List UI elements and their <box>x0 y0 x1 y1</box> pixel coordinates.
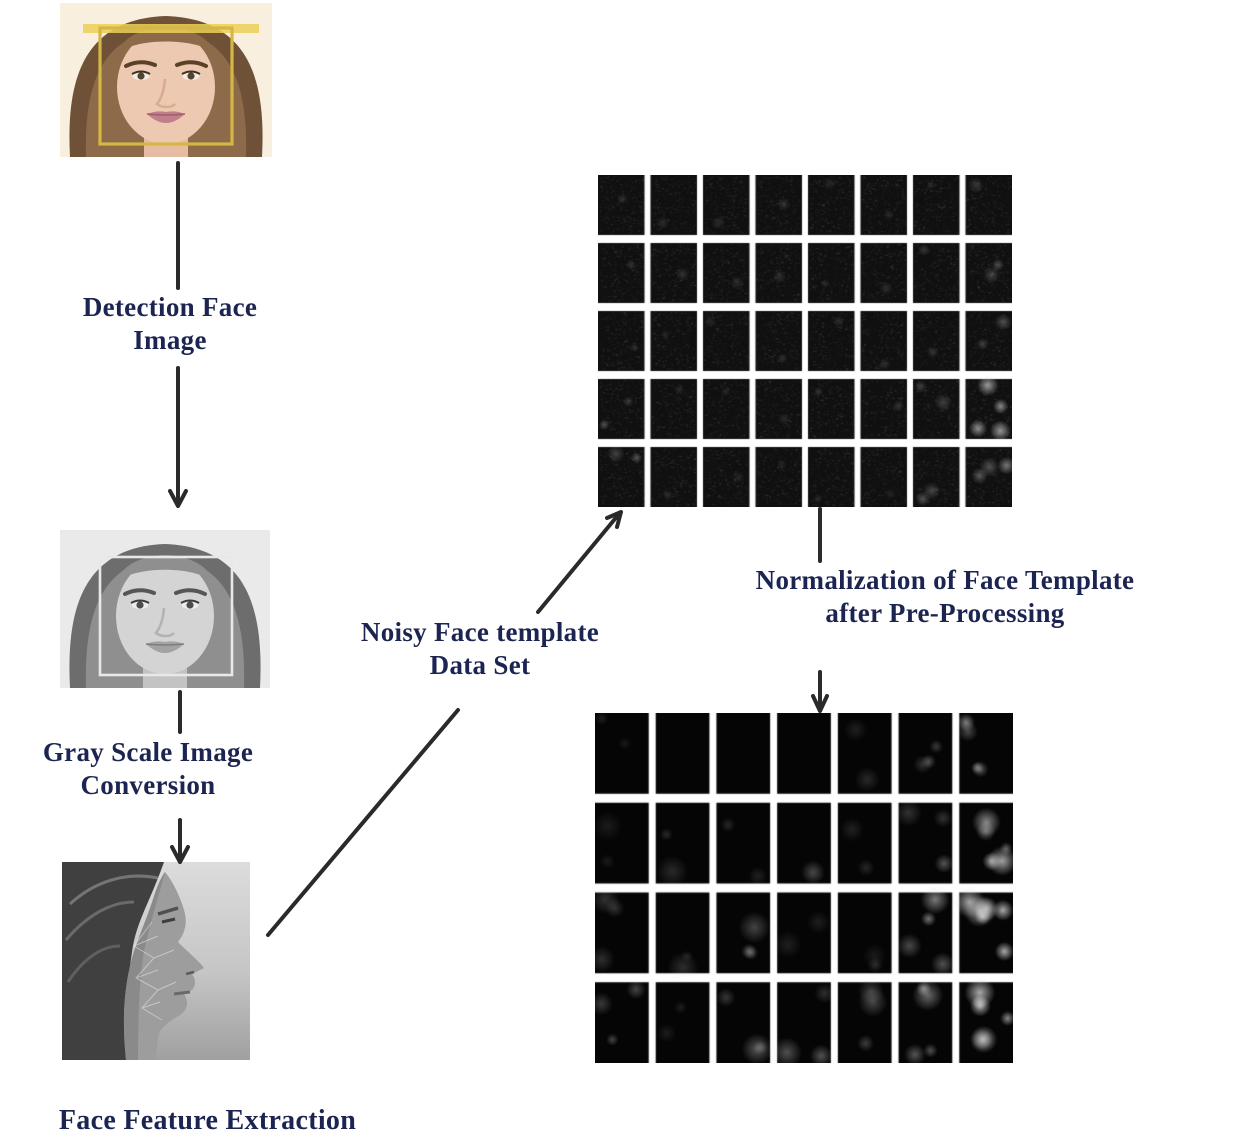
arrow-noisy-label-to-grid <box>536 510 623 614</box>
face-detection-box-gray <box>98 555 234 677</box>
label-line: Conversion <box>80 770 216 800</box>
label-normalization-face-template: Normalization of Face Template after Pre… <box>714 564 1176 630</box>
label-line: after Pre-Processing <box>825 598 1065 628</box>
arrow-detection-to-grayface <box>168 366 188 508</box>
label-line: Normalization of Face Template <box>755 565 1135 595</box>
label-face-feature-extraction: Face Feature Extraction <box>10 1104 405 1137</box>
label-detection-face-image: Detection Face Image <box>20 291 320 357</box>
label-line: Data Set <box>429 650 531 680</box>
feature-mesh-lines <box>133 921 177 1021</box>
label-line: Detection Face <box>82 292 258 322</box>
label-line: Face Feature Extraction <box>58 1105 357 1136</box>
arrow-normalization-to-grid <box>811 670 829 713</box>
grayscale-face-image <box>60 530 270 688</box>
label-line: Image <box>133 325 207 355</box>
normalized-face-template-grid <box>595 713 1013 1063</box>
color-face-image <box>60 3 272 157</box>
label-noisy-face-template-dataset: Noisy Face template Data Set <box>330 616 630 682</box>
label-line: Noisy Face template <box>360 617 600 647</box>
label-line: Gray Scale Image <box>42 737 254 767</box>
face-detection-box <box>98 26 234 146</box>
arrow-grayscale-to-profile <box>170 818 190 864</box>
label-gray-scale-conversion: Gray Scale Image Conversion <box>0 736 298 802</box>
profile-face-image <box>62 862 250 1060</box>
noisy-face-template-grid <box>598 175 1012 507</box>
